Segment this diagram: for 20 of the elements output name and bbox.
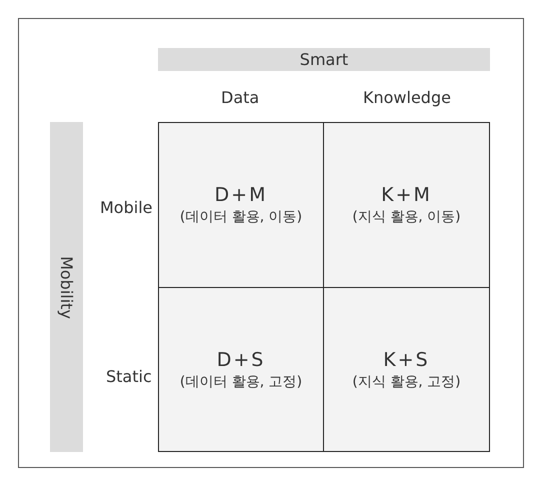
quadrant-cell: [323, 122, 490, 288]
quadrant-title: K+S: [383, 348, 430, 370]
quadrant-title: D+S: [216, 348, 266, 370]
row-label: Mobile: [100, 198, 152, 216]
row-label: Static: [106, 366, 152, 386]
quadrant-cell: [323, 287, 490, 452]
quadrant-subtitle: (데이터 활용, 이동): [180, 208, 302, 226]
axis-band: [158, 48, 490, 71]
quadrant-subtitle: (데이터 활용, 고정): [180, 372, 302, 390]
axis-title: Mobility: [57, 256, 76, 318]
quadrant-subtitle: (지식 활용, 고정): [352, 372, 461, 390]
column-label: Knowledge: [363, 88, 451, 106]
axis-band: [50, 122, 83, 452]
quadrant-title: D+M: [214, 184, 268, 206]
quadrant-subtitle: (지식 활용, 이동): [352, 208, 461, 226]
quadrant-cell: [158, 122, 324, 288]
column-label: Data: [221, 88, 260, 106]
quadrant-cell: [158, 287, 324, 452]
axis-title: Smart: [300, 50, 348, 69]
quadrant-title: K+M: [381, 184, 432, 206]
